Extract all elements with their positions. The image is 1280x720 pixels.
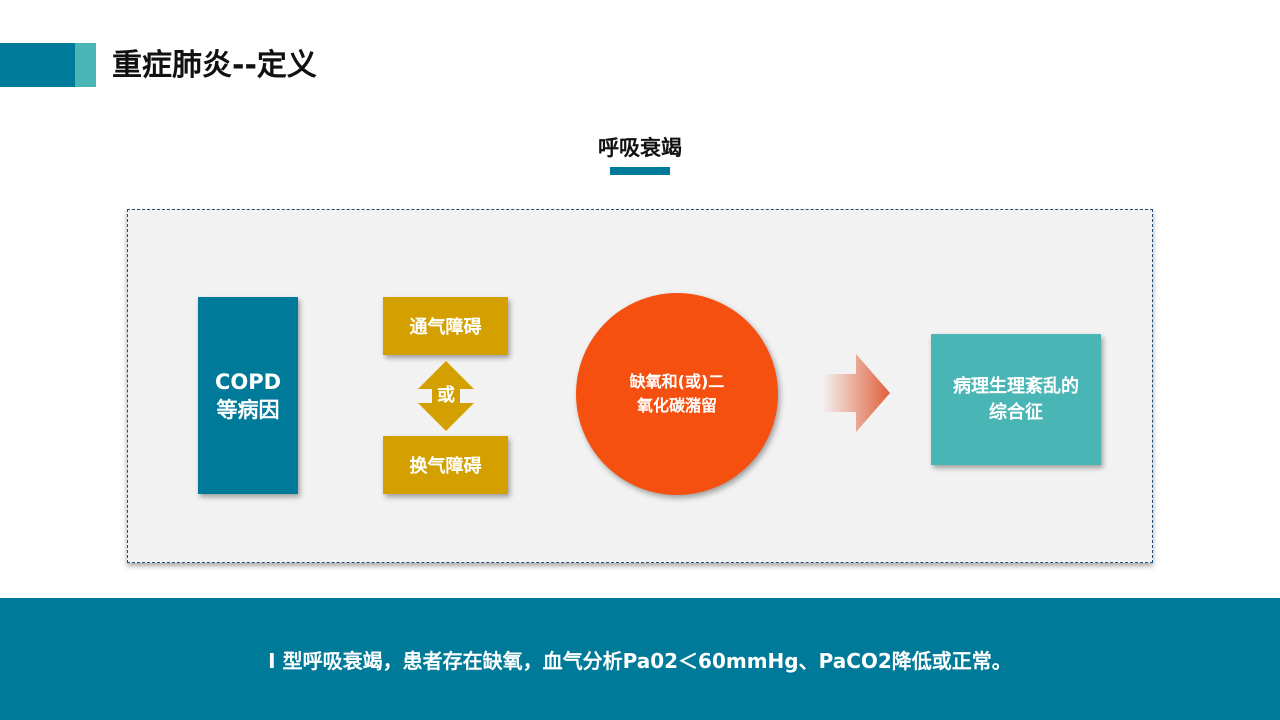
cause-label-line1: COPD	[214, 369, 282, 394]
hypoxia-circle: 缺氧和(或)二 氧化碳潴留	[576, 293, 778, 495]
section-heading: 呼吸衰竭	[598, 136, 682, 160]
section-underline	[610, 167, 670, 175]
exchange-disorder-box: 换气障碍	[383, 436, 508, 494]
arrow-right-icon	[822, 354, 890, 432]
result-label-line1: 病理生理紊乱的	[953, 375, 1079, 397]
ventilation-disorder-box: 通气障碍	[383, 297, 508, 355]
double-arrow-icon	[418, 361, 474, 431]
cause-label-line2: 等病因	[216, 397, 280, 422]
slide-title: 重症肺炎--定义	[112, 48, 317, 83]
footer-text: I 型呼吸衰竭，患者存在缺氧，血气分析Pa02＜60mmHg、PaCO2降低或正…	[268, 649, 1012, 673]
result-box: 病理生理紊乱的 综合征	[931, 334, 1101, 465]
footer-band	[0, 598, 1280, 720]
title-accent-bar-light	[75, 43, 96, 87]
title-accent-bar	[0, 43, 75, 87]
mechanism-label-line1: 缺氧和(或)二	[629, 372, 725, 391]
or-label: 或	[437, 385, 455, 406]
cause-box: COPD 等病因	[198, 297, 298, 494]
mechanism-label-line2: 氧化碳潴留	[636, 396, 717, 415]
result-label-line2: 综合征	[989, 401, 1043, 423]
